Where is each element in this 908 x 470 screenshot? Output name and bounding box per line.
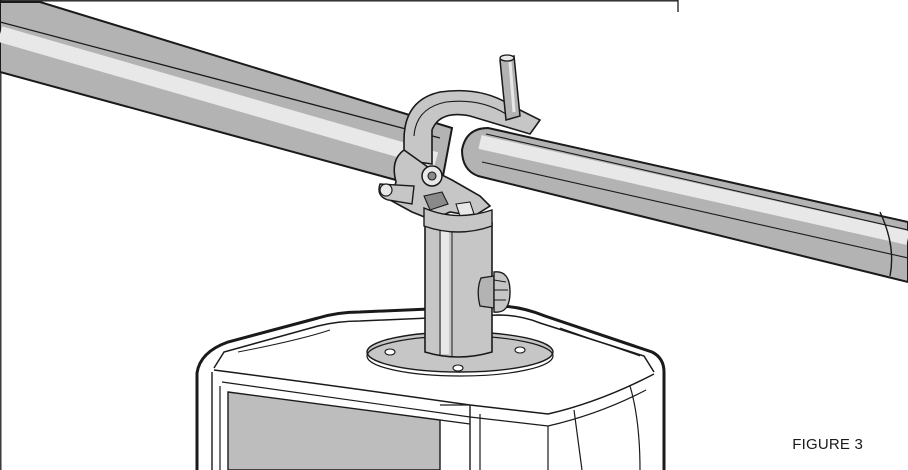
horizontal-tube — [0, 1, 908, 284]
vertical-pole — [424, 222, 511, 358]
figure-caption: FIGURE 3 — [792, 436, 863, 453]
frame-rules — [0, 0, 679, 470]
safety-pin — [499, 54, 521, 121]
